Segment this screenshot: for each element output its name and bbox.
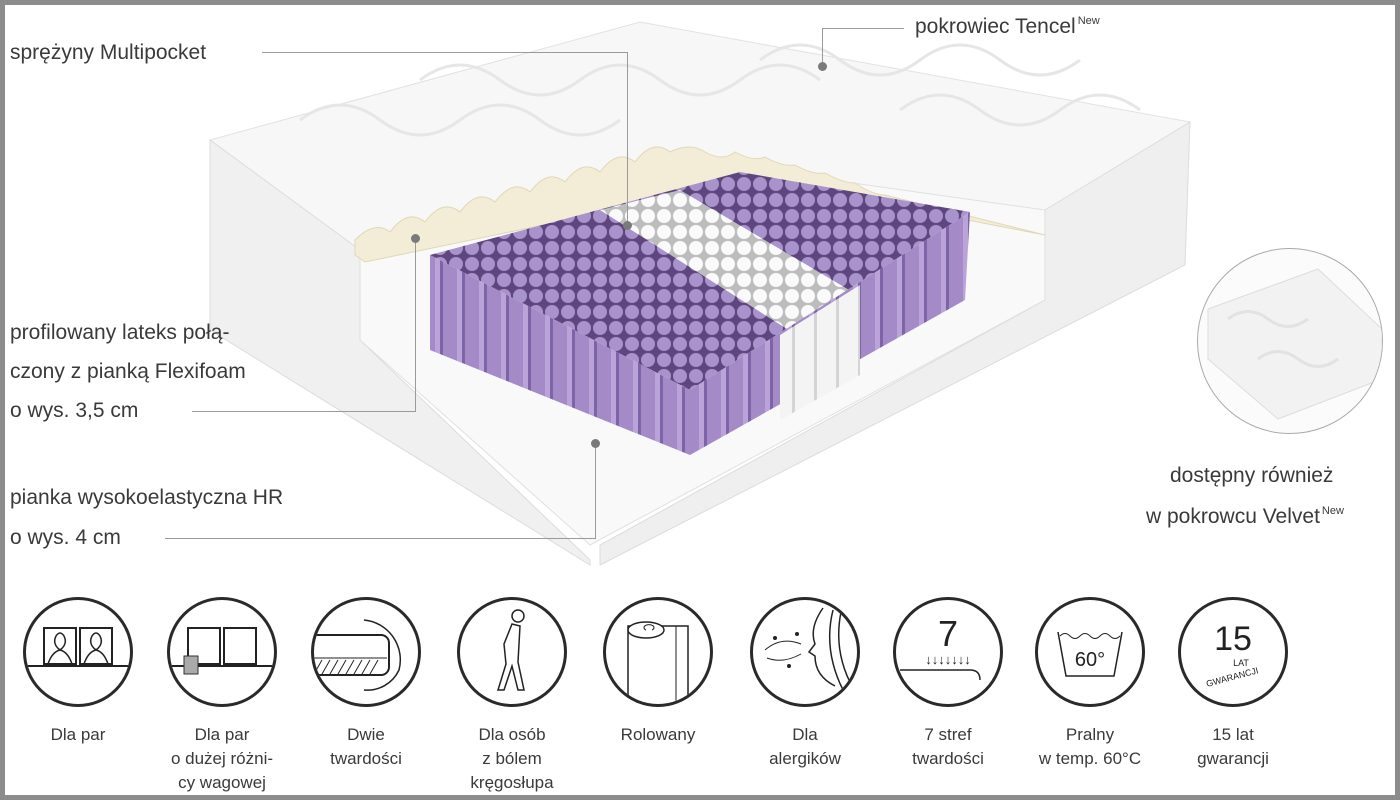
callout-latex-3: o wys. 3,5 cm — [10, 399, 139, 422]
callout-dot — [591, 439, 600, 448]
feature-label: twardości — [330, 749, 402, 768]
feature-washable: 60° Pralny w temp. 60°C — [1020, 597, 1160, 771]
icon-glyph: GWARANCJI — [1205, 665, 1259, 689]
callout-foam-1: pianka wysokoelastyczna HR — [10, 486, 284, 509]
callout-dot — [623, 221, 632, 230]
callout-line — [165, 538, 596, 539]
feature-label: alergików — [769, 749, 841, 768]
feature-label: gwarancji — [1197, 749, 1269, 768]
velvet-cover-inset — [1197, 248, 1383, 434]
callout-line — [262, 52, 628, 53]
feature-rolled: Rolowany — [588, 597, 728, 747]
back-pain-icon — [457, 597, 567, 707]
new-badge: New — [1321, 505, 1344, 517]
callout-dot — [818, 62, 827, 71]
icon-glyph: 7 — [938, 613, 958, 654]
callout-line — [595, 443, 596, 539]
feature-label: z bólem — [482, 749, 542, 768]
rolled-icon — [603, 597, 713, 707]
velvet-text: w pokrowcu Velvet — [1146, 505, 1320, 528]
feature-label: Pralny — [1065, 725, 1115, 744]
feature-label: Dla par — [50, 725, 106, 744]
washable-60-icon: 60° — [1035, 597, 1145, 707]
callout-latex-1: profilowany lateks połą- — [10, 321, 230, 344]
feature-seven-zones: 7↓↓↓↓↓↓↓ 7 stref twardości — [878, 597, 1018, 771]
svg-text:↓↓↓↓↓↓↓: ↓↓↓↓↓↓↓ — [925, 652, 971, 667]
callout-springs: sprężyny Multipocket — [10, 41, 207, 64]
feature-label: Dla — [792, 725, 818, 744]
feature-label: Dla par — [194, 725, 250, 744]
feature-label: w temp. 60°C — [1038, 749, 1142, 768]
icon-glyph: 15 — [1214, 620, 1252, 658]
callout-foam-2: o wys. 4 cm — [10, 526, 121, 549]
feature-couples-weight: Dla par o dużej różni-cy wagowej — [152, 597, 292, 795]
allergy-icon — [750, 597, 860, 707]
feature-label: Dla osób — [478, 725, 546, 744]
callout-cover-text: pokrowiec Tencel — [915, 15, 1076, 38]
feature-label: Rolowany — [620, 725, 696, 744]
callout-line — [822, 28, 904, 29]
callout-line — [822, 28, 823, 66]
feature-back-pain: Dla osób z bólem kręgosłupa — [442, 597, 582, 795]
spring-block-front — [430, 255, 690, 455]
callout-line — [415, 238, 416, 412]
mattress-illustration — [208, 21, 1191, 566]
callout-line — [627, 52, 628, 224]
seven-zones-icon: 7↓↓↓↓↓↓↓ — [893, 597, 1003, 707]
callout-latex-2: czony z pianką Flexifoam — [10, 360, 246, 383]
feature-couples: Dla par — [8, 597, 148, 747]
velvet-text-1: dostępny również — [1170, 464, 1334, 487]
feature-label: cy wagowej — [178, 773, 266, 792]
icon-glyph: 60° — [1075, 649, 1105, 671]
feature-label: kręgosłupa — [470, 773, 554, 792]
spring-block-top — [430, 172, 970, 390]
new-badge: New — [1077, 15, 1100, 27]
feature-two-firmness: Dwie twardości — [296, 597, 436, 771]
feature-label: o dużej różni- — [170, 749, 274, 768]
icon-glyph: LAT — [1233, 658, 1249, 668]
couple-icon — [23, 597, 133, 707]
feature-allergy: Dla alergików — [735, 597, 875, 771]
callout-dot — [411, 234, 420, 243]
feature-label: twardości — [912, 749, 984, 768]
two-firmness-icon — [311, 597, 421, 707]
feature-label: 15 lat — [1212, 725, 1254, 744]
callout-line — [192, 411, 416, 412]
feature-label: Dwie — [347, 725, 385, 744]
feature-label: 7 stref — [924, 725, 972, 744]
couple-weight-icon — [167, 597, 277, 707]
